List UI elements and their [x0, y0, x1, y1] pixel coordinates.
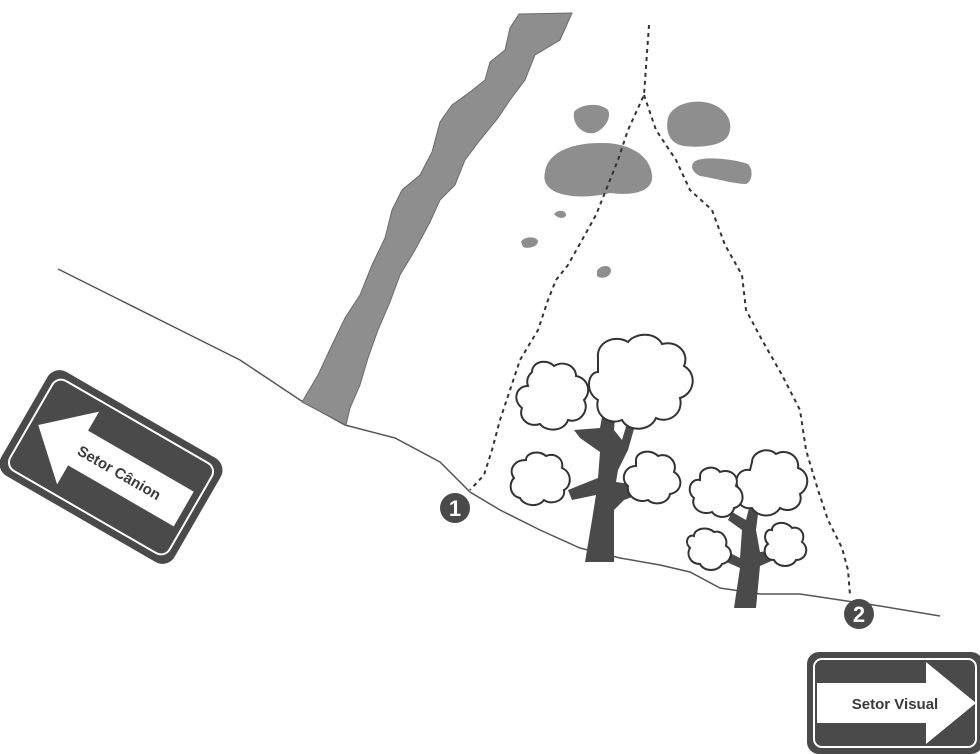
- boulder: [667, 102, 730, 147]
- boulder: [521, 237, 538, 247]
- tree-canopy: [765, 523, 807, 566]
- tree-large: [511, 335, 693, 562]
- boulder: [597, 266, 611, 278]
- tree-canopy: [589, 335, 693, 429]
- marker-1: 1: [440, 493, 470, 523]
- tree-canopy: [687, 529, 731, 570]
- tree-small: [687, 450, 807, 608]
- tree-canopy: [690, 468, 743, 517]
- sign-setor-visual: Setor Visual: [807, 652, 980, 754]
- rock-wall: [302, 13, 572, 425]
- sign-setor-canion: Setor Cânion: [0, 365, 228, 569]
- boulder: [574, 105, 609, 133]
- marker-label: 1: [449, 496, 461, 521]
- tree-canopy: [516, 362, 588, 430]
- sign-label: Setor Visual: [852, 696, 938, 713]
- ground-line: [58, 269, 940, 616]
- boulder: [692, 158, 752, 184]
- boulder: [554, 211, 566, 218]
- marker-2: 2: [844, 599, 874, 629]
- tree-canopy: [736, 450, 807, 515]
- tree-canopy: [511, 453, 570, 506]
- tree-canopy: [624, 452, 681, 504]
- marker-label: 2: [853, 602, 865, 627]
- boulder: [544, 143, 652, 197]
